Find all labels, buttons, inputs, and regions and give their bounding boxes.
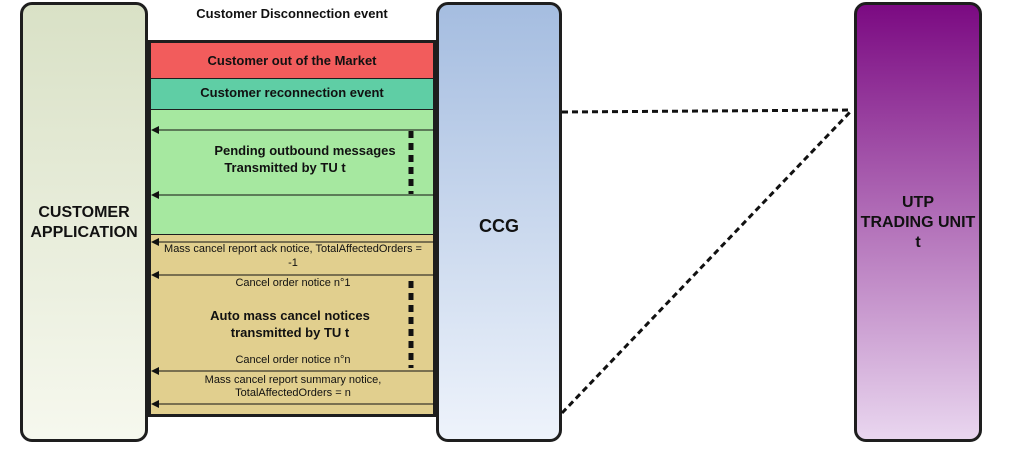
- pending-text-line1: Pending outbound messages: [214, 143, 396, 158]
- reconnection-band: Customer reconnection event: [148, 78, 436, 110]
- summary-notice-line2: TotalAffectedOrders = n: [235, 387, 351, 399]
- cancel-text-line2: transmitted by TU t: [230, 325, 350, 340]
- ccg-lane: CCG: [436, 2, 562, 442]
- mass-cancel-band: [148, 234, 436, 417]
- first-notice-label: Cancel order notice n°1: [235, 277, 351, 289]
- summary-notice-line1: Mass cancel report summary notice,: [204, 374, 382, 386]
- customer-application-label: CUSTOMER APPLICATION: [30, 204, 138, 241]
- ccg-utp-top-connector: [561, 108, 853, 114]
- reconnection-label: Customer reconnection event: [200, 85, 384, 100]
- cancel-text-line1: Auto mass cancel notices: [210, 308, 370, 323]
- utp-trading-unit-lane: UTP TRADING UNIT t: [854, 2, 982, 442]
- ack-notice-line2: -1: [288, 257, 298, 269]
- pending-text-line2: Transmitted by TU t: [224, 160, 346, 175]
- last-notice-label: Cancel order notice n°n: [235, 354, 351, 366]
- out-of-market-label: Customer out of the Market: [207, 53, 377, 68]
- ccg-label: CCG: [479, 216, 519, 236]
- disconnection-event-title: Customer Disconnection event: [196, 6, 388, 21]
- ack-notice-line1: Mass cancel report ack notice, TotalAffe…: [164, 243, 422, 255]
- utp-trading-unit-label: UTP TRADING UNIT t: [860, 194, 976, 251]
- customer-application-lane: CUSTOMER APPLICATION: [20, 2, 148, 442]
- ccg-utp-diagonal-connector: [560, 108, 854, 415]
